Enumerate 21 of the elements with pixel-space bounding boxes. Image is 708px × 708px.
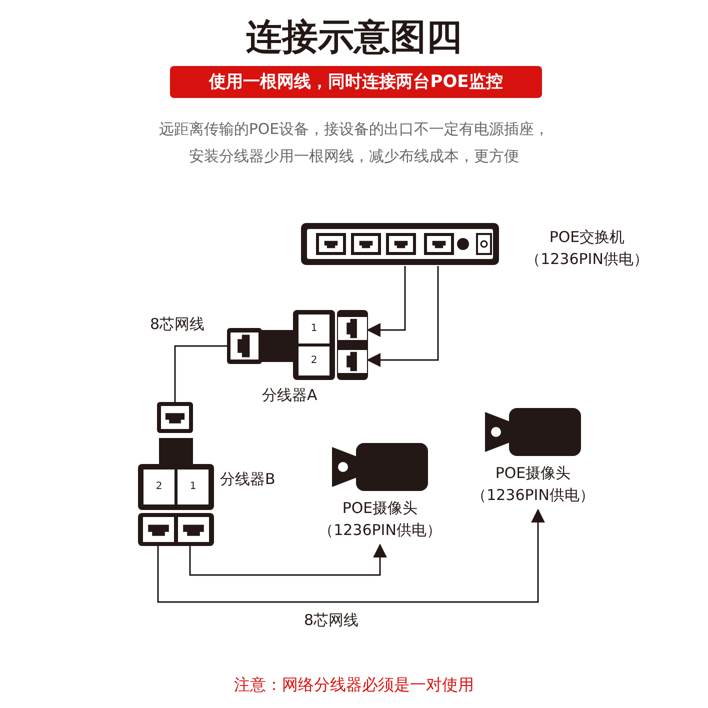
port-number: 2: [156, 482, 162, 492]
device-label: 分线器B: [220, 469, 276, 490]
description-text: 安装分线器少用一根网线，减少布线成本，更方便: [188, 146, 520, 167]
device-label: （1236PIN供电）: [318, 520, 442, 541]
port-number: 1: [190, 482, 196, 492]
device-label: POE交换机: [548, 227, 626, 248]
banner: 使用一根网线，同时连接两台POE监控: [170, 66, 542, 98]
device-label: （1236PIN供电）: [524, 249, 650, 270]
device-label: （1236PIN供电）: [472, 485, 594, 506]
port-number: 1: [310, 324, 318, 334]
connector-arrow: [157, 508, 545, 603]
note-text: 注意：网络分线器必须是一对使用: [233, 674, 475, 696]
connector-arrow: [366, 266, 439, 367]
device-label: POE摄像头: [342, 498, 418, 519]
port-number: 2: [310, 356, 318, 366]
title: 连接示意图四: [245, 16, 463, 60]
description-text: 远距离传输的POE设备，接设备的出口不一定有电源插座，: [158, 119, 550, 140]
device-label: 分线器A: [262, 385, 318, 406]
device-label: POE摄像头: [495, 463, 571, 484]
connector-arrow: [366, 266, 406, 337]
connector-arrow: [189, 544, 387, 576]
